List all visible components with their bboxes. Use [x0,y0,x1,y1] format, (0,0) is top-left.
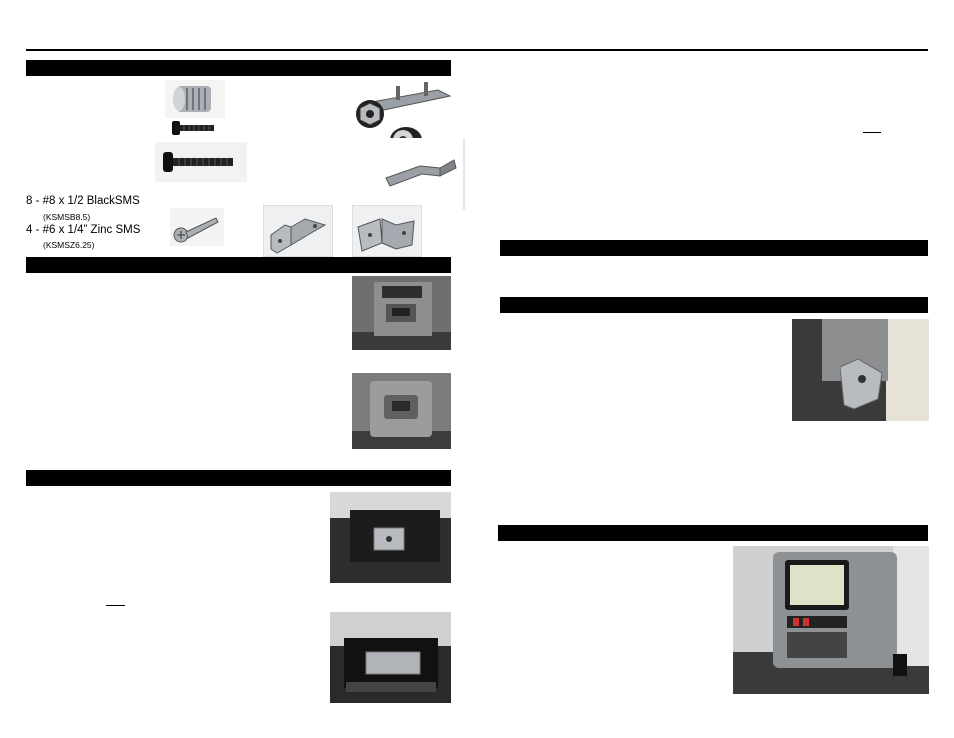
console-cover-photo [352,373,451,449]
section-bar-step-2 [26,470,451,486]
bracket-detail-photo [330,612,451,703]
section-bar-step-5 [498,525,928,541]
z-bracket-icon [352,205,422,257]
header-rule [26,49,928,51]
section-bar-step-4 [500,297,928,313]
short-bolt-icon [172,119,216,137]
threaded-insert-icon [165,80,225,118]
section-bar-step-1 [26,257,451,273]
bracket-mount-photo [792,319,929,421]
hardware-item-2-code: (KSMSZ6.25) [43,240,95,250]
kep-nut-icon [353,98,387,130]
hardware-item-1-code: (KSMSB8.5) [43,212,91,222]
long-bolt-icon [155,142,247,182]
console-rear-photo [352,276,451,350]
installed-monitor-photo [733,546,929,694]
z-bracket-icon [263,205,333,257]
underline-mark [863,132,881,133]
hardware-item-1-label: 8 - #8 x 1/2 BlackSMS [26,195,140,207]
bracket-install-photo [330,492,451,583]
underline-mark [106,605,125,606]
hardware-item-2-label: 4 - #6 x 1/4” Zinc SMS [26,224,141,236]
section-bar-step-3 [500,240,928,256]
sheet-metal-screw-icon [170,208,224,246]
angle-bracket-icon [380,138,466,210]
section-bar-hardware [26,60,451,76]
